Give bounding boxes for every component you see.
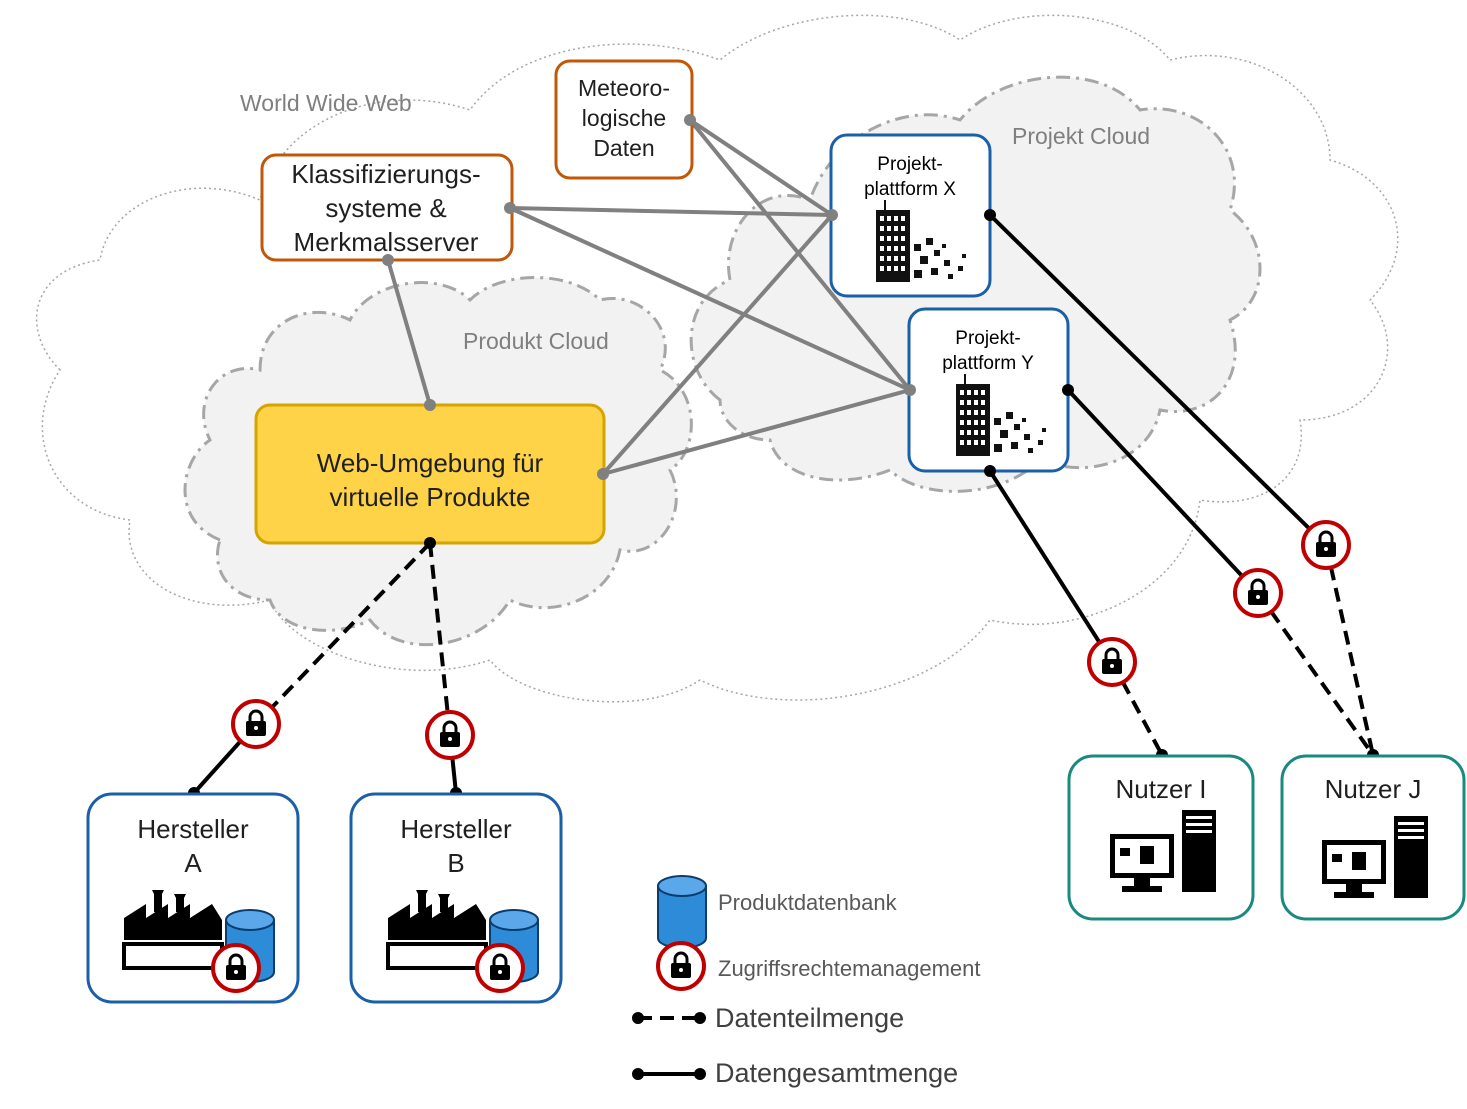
platform-y-box: Projekt- plattform Y — [907, 307, 1070, 473]
klass-box: Klassifizierungs- systeme & Merkmalsserv… — [260, 153, 514, 262]
lock-icon — [1301, 520, 1351, 570]
hersteller-a-label-2: A — [184, 848, 202, 878]
klass-label-3: Merkmalsserver — [294, 227, 479, 257]
lock-icon — [475, 943, 525, 993]
meteo-label-2: logische — [582, 105, 666, 131]
lock-icon — [211, 943, 261, 993]
platform-x-label-1: Projekt- — [877, 154, 942, 175]
database-icon — [657, 875, 707, 949]
dot — [694, 1068, 706, 1080]
meteo-label-3: Daten — [593, 135, 654, 161]
link-web-lock-b — [428, 542, 452, 736]
hersteller-a-box: Hersteller A — [86, 792, 300, 1004]
link-web-x — [601, 213, 834, 476]
web-label-2: virtuelle Produkte — [330, 482, 531, 512]
hersteller-b-box: Hersteller B — [349, 792, 563, 1004]
link-klass-y — [509, 206, 911, 392]
platform-y-label-1: Projekt- — [955, 328, 1020, 349]
hersteller-b-label-2: B — [447, 848, 464, 878]
dot — [984, 465, 996, 477]
klass-label-2: systeme & — [325, 193, 446, 223]
platform-y-label-2: plattform Y — [942, 353, 1034, 374]
nutzer-i-box: Nutzer I — [1067, 754, 1255, 921]
meteo-box: Meteoro- logische Daten — [554, 59, 694, 180]
platform-x-label-2: plattform X — [864, 179, 956, 200]
nutzer-j-box: Nutzer J — [1280, 754, 1466, 921]
dot — [504, 202, 516, 214]
full-data-connections — [192, 213, 1328, 795]
link-web-y — [602, 388, 911, 476]
lock-icon — [231, 699, 281, 749]
dot — [826, 209, 838, 221]
link-meteo-y — [688, 118, 912, 392]
legend: Produktdatenbank Zugriffsrechtemanagemen… — [632, 875, 981, 1088]
legend-subset-label: Datenteilmenge — [715, 1003, 904, 1033]
dot — [424, 399, 436, 411]
dot — [694, 1012, 706, 1024]
legend-full-label: Datengesamtmenge — [715, 1058, 958, 1088]
klass-label-1: Klassifizierungs- — [291, 159, 480, 189]
link-klass-web — [386, 259, 432, 406]
dot — [632, 1012, 644, 1024]
www-cloud-label: World Wide Web — [240, 90, 412, 116]
hersteller-a-label-1: Hersteller — [137, 814, 249, 844]
lock-icon — [1233, 568, 1283, 618]
dot — [424, 537, 436, 549]
platform-x-box: Projekt- plattform X — [829, 133, 992, 298]
link-x-lock-j — [988, 213, 1328, 547]
link-y-lock-i — [988, 469, 1114, 664]
link-y-lock-j — [1066, 388, 1260, 595]
legend-database-label: Produktdatenbank — [718, 890, 898, 915]
dot — [597, 468, 609, 480]
dot — [684, 114, 696, 126]
lock-icon — [425, 710, 475, 760]
web-environment-box: Web-Umgebung für virtuelle Produkte — [254, 403, 606, 545]
link-lock-nutzer-j-1 — [1256, 591, 1375, 757]
dot — [904, 384, 916, 396]
subset-data-connections — [254, 541, 1375, 757]
gray-connections — [386, 118, 912, 476]
link-lock-nutzer-j-2 — [1324, 544, 1375, 756]
hersteller-b-label-1: Hersteller — [400, 814, 512, 844]
dot — [984, 209, 996, 221]
web-label-1: Web-Umgebung für — [317, 448, 544, 478]
link-klass-x — [509, 206, 833, 217]
dot — [382, 254, 394, 266]
link-meteo-x — [688, 118, 834, 217]
nutzer-j-label: Nutzer J — [1325, 774, 1422, 804]
nutzer-i-label: Nutzer I — [1115, 774, 1206, 804]
dot — [1062, 384, 1074, 396]
lock-icon — [656, 941, 706, 991]
link-web-lock-a — [254, 541, 432, 726]
legend-access-label: Zugriffsrechtemanagement — [718, 956, 981, 981]
lock-icon — [1087, 637, 1137, 687]
link-lock-nutzer-i — [1110, 661, 1164, 756]
product-cloud-label: Produkt Cloud — [463, 328, 609, 354]
dot — [632, 1068, 644, 1080]
project-cloud-label: Projekt Cloud — [1012, 123, 1150, 149]
meteo-label-1: Meteoro- — [578, 75, 670, 101]
